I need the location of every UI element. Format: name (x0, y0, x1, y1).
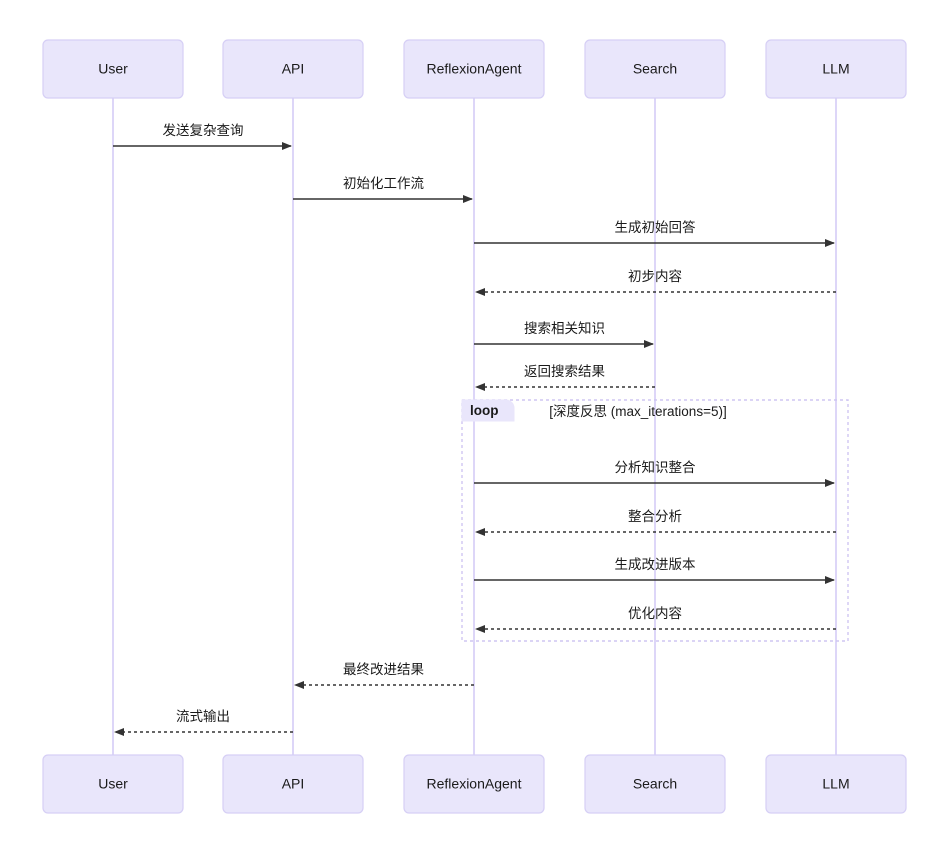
loop-fragments-group: loop [深度反思 (max_iterations=5)] (461, 399, 849, 642)
participant-label-llm-top: LLM (822, 61, 849, 77)
loop-condition-label: [深度反思 (max_iterations=5)] (549, 404, 726, 419)
message-label-m12: 流式输出 (176, 709, 230, 724)
participant-label-agent-bottom: ReflexionAgent (427, 776, 522, 792)
participant-label-user-bottom: User (98, 776, 128, 792)
participant-label-llm-bottom: LLM (822, 776, 849, 792)
message-label-m9: 生成改进版本 (615, 557, 696, 572)
participant-box-llm-bottom[interactable] (765, 754, 907, 814)
participant-box-agent-top[interactable] (403, 39, 545, 99)
participant-box-llm-top[interactable] (765, 39, 907, 99)
participant-box-search-bottom[interactable] (584, 754, 726, 814)
messages-group: 发送复杂查询初始化工作流生成初始回答初步内容搜索相关知识返回搜索结果分析知识整合… (113, 122, 836, 736)
message-label-m7: 分析知识整合 (615, 459, 696, 475)
participant-label-search-bottom: Search (633, 776, 677, 792)
participant-box-api-top[interactable] (222, 39, 364, 99)
participant-label-api-bottom: API (282, 776, 305, 792)
participant-box-search-top[interactable] (584, 39, 726, 99)
lifelines-group (112, 98, 837, 755)
message-label-m5: 搜索相关知识 (524, 320, 605, 336)
message-label-m8: 整合分析 (628, 509, 682, 524)
participant-label-agent-top: ReflexionAgent (427, 61, 522, 77)
message-label-m2: 初始化工作流 (343, 175, 424, 191)
message-label-m3: 生成初始回答 (615, 219, 696, 235)
participants-top-group: User API ReflexionAgent Search LLM (42, 39, 907, 99)
participant-label-search-top: Search (633, 61, 677, 77)
message-label-m11: 最终改进结果 (343, 662, 424, 677)
message-label-m4: 初步内容 (628, 268, 682, 284)
participants-bottom-group: User API ReflexionAgent Search LLM (42, 754, 907, 814)
participant-label-api-top: API (282, 61, 305, 77)
participant-box-api-bottom[interactable] (222, 754, 364, 814)
participant-box-agent-bottom[interactable] (403, 754, 545, 814)
loop-frame (461, 399, 849, 642)
message-label-m10: 优化内容 (628, 605, 682, 621)
participant-box-user-top[interactable] (42, 39, 184, 99)
participant-box-user-bottom[interactable] (42, 754, 184, 814)
participant-label-user-top: User (98, 61, 128, 77)
message-label-m1: 发送复杂查询 (163, 122, 244, 138)
loop-tag-label: loop (470, 403, 499, 418)
message-label-m6: 返回搜索结果 (524, 364, 605, 379)
loop-tag-shape (461, 399, 515, 422)
